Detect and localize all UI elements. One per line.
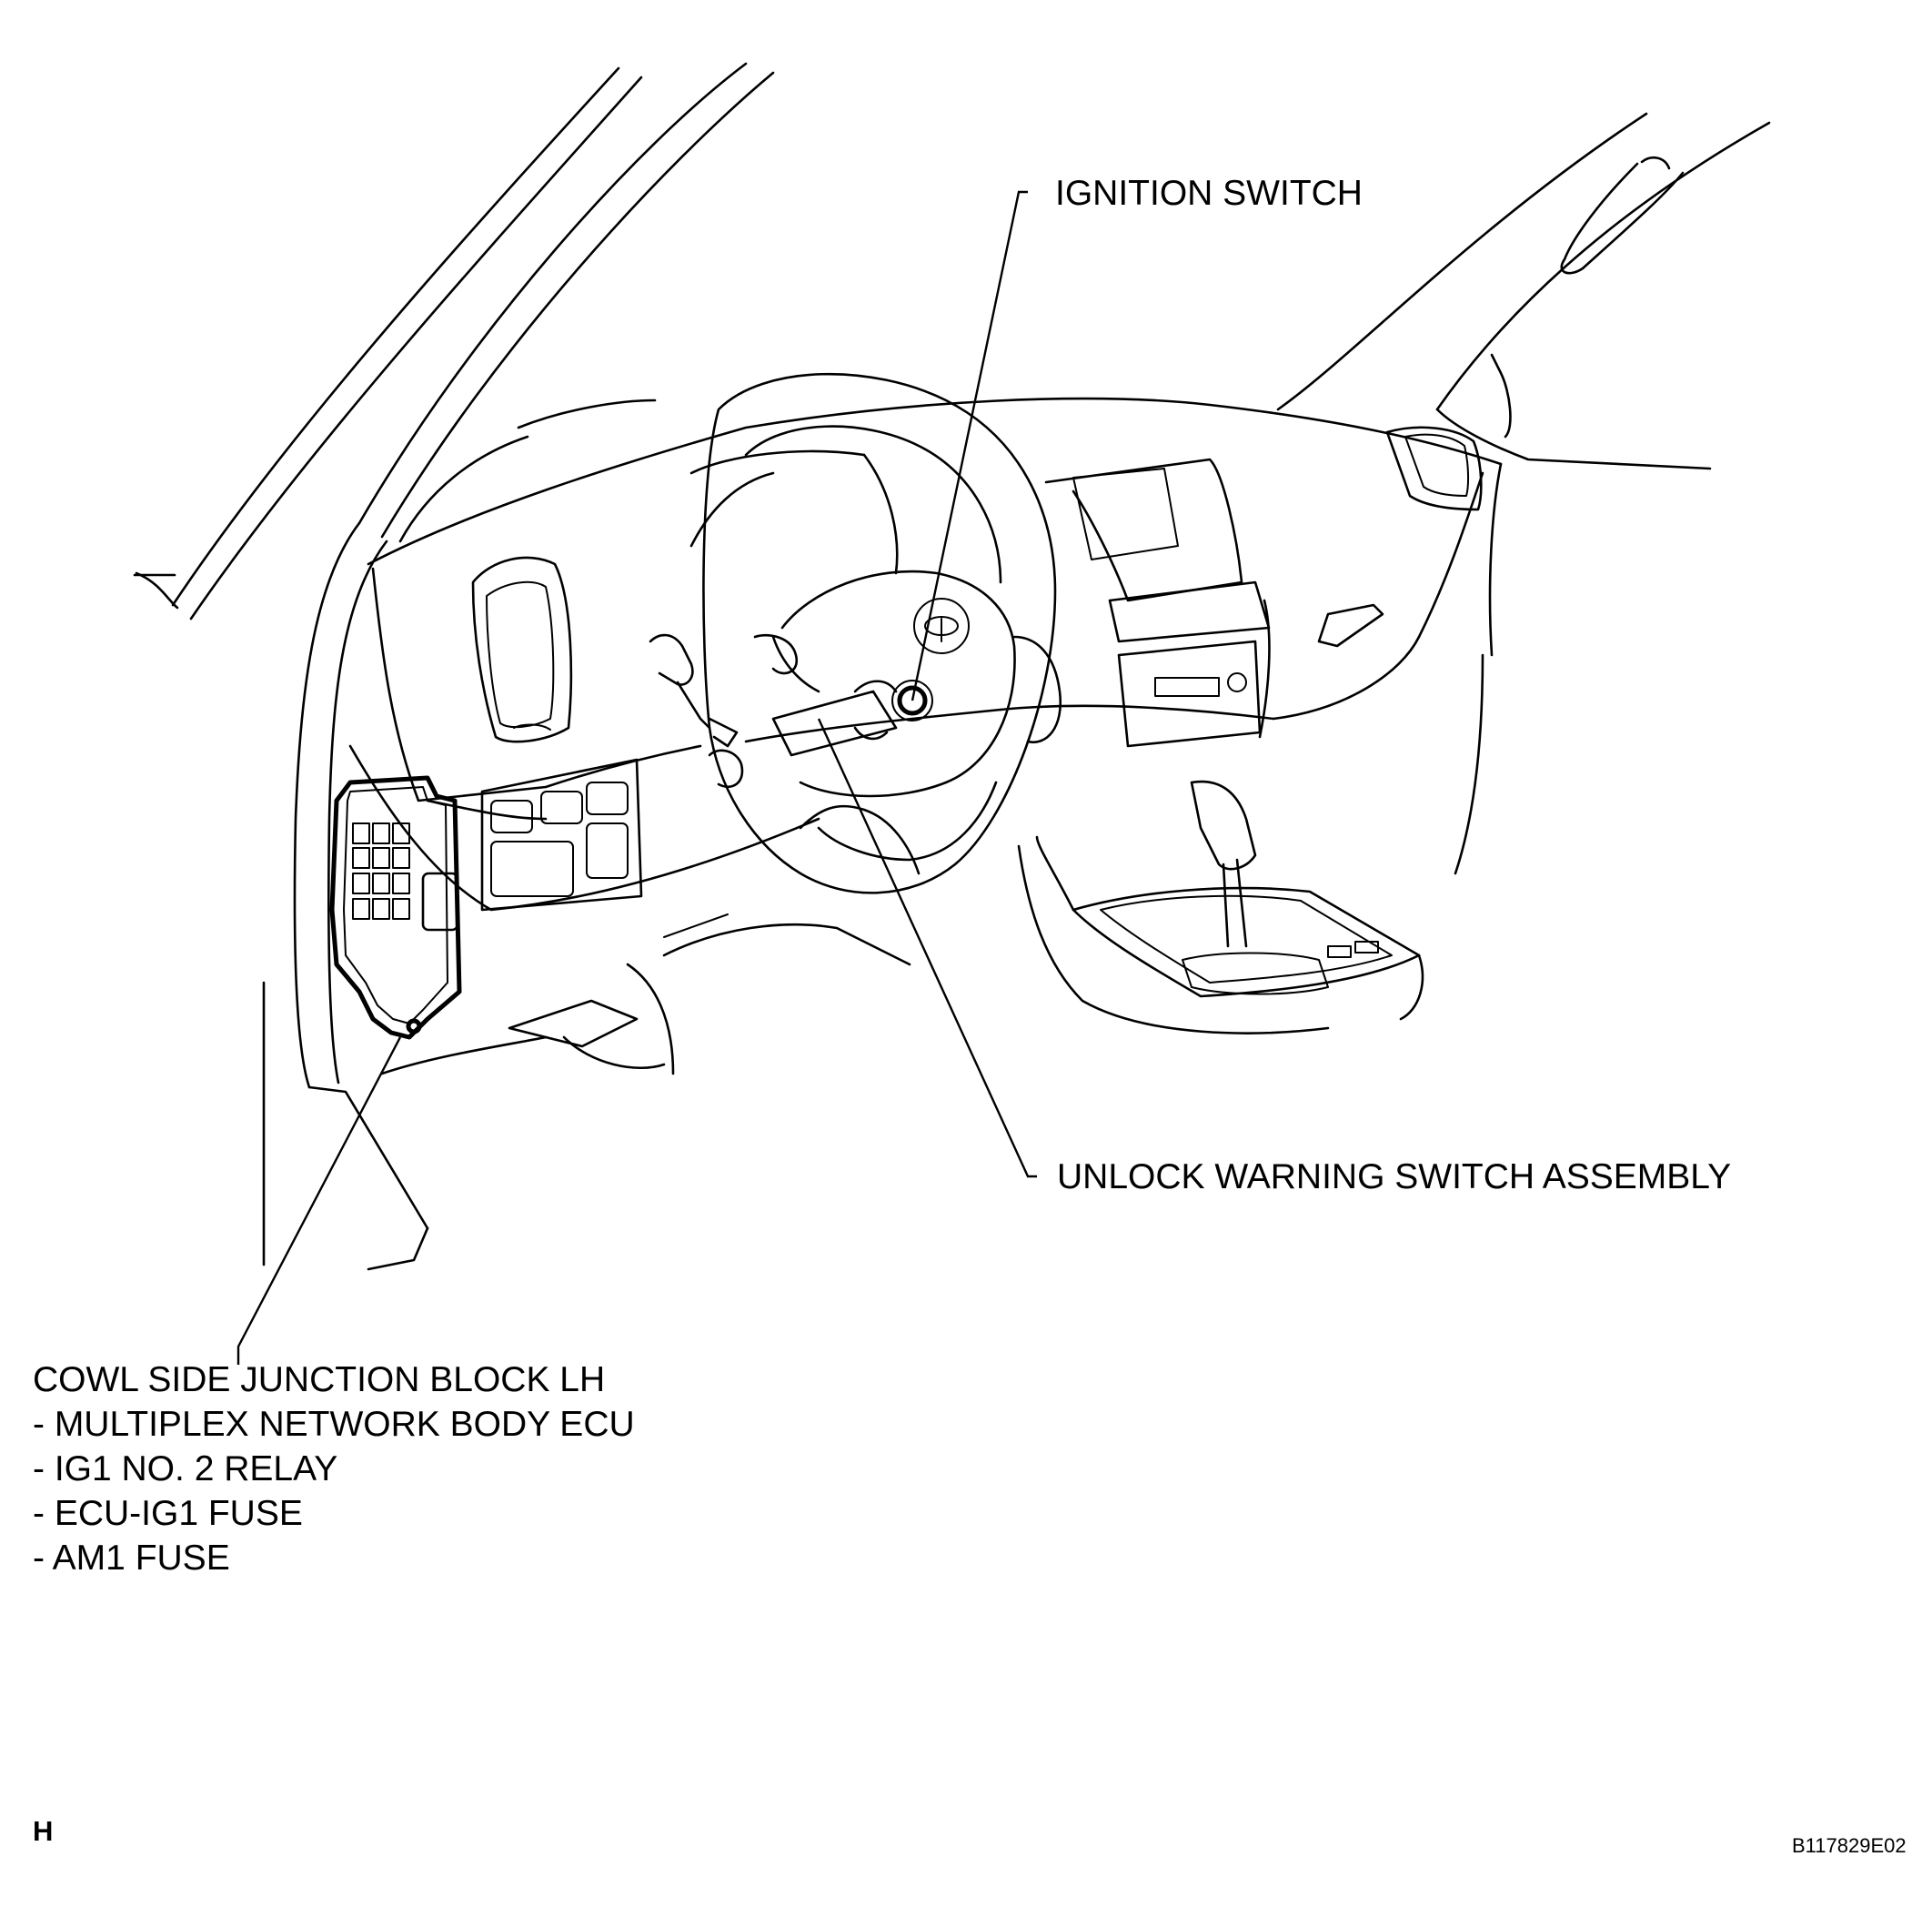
door-frame: [262, 521, 429, 1271]
cowl-block-item: - MULTIPLEX NETWORK BODY ECU: [33, 1405, 635, 1444]
cowl-block-item: - IG1 NO. 2 RELAY: [33, 1449, 338, 1488]
figure-code: B117829E02: [1792, 1834, 1907, 1857]
center-stack: [1044, 458, 1271, 748]
ignition-switch-label: IGNITION SWITCH: [1055, 174, 1363, 213]
left-air-vent: [471, 556, 573, 743]
left-switch-panel: [480, 758, 643, 912]
steering-column: [649, 633, 933, 789]
instrument-cluster: [689, 449, 899, 575]
cowl-block-title: COWL SIDE JUNCTION BLOCK LH: [33, 1360, 606, 1399]
corner-letter: H: [33, 1815, 54, 1847]
cowl-junction-block: [329, 775, 462, 1040]
steering-wheel: [702, 372, 1062, 894]
cowl-block-item: - ECU-IG1 FUSE: [33, 1494, 303, 1533]
cowl-block-item: - AM1 FUSE: [33, 1539, 230, 1578]
right-a-pillar: [1276, 112, 1771, 470]
leader-lines: [236, 190, 1037, 1365]
center-console: [1017, 780, 1424, 1034]
dashboard-top: [367, 397, 1503, 657]
dashboard-face: [348, 471, 1484, 912]
knee-panel: [380, 913, 911, 1075]
unlock-warning-switch-label: UNLOCK WARNING SWITCH ASSEMBLY: [1057, 1157, 1732, 1196]
a-pillar: [133, 62, 775, 621]
right-vent-glovebox: [1317, 426, 1484, 875]
